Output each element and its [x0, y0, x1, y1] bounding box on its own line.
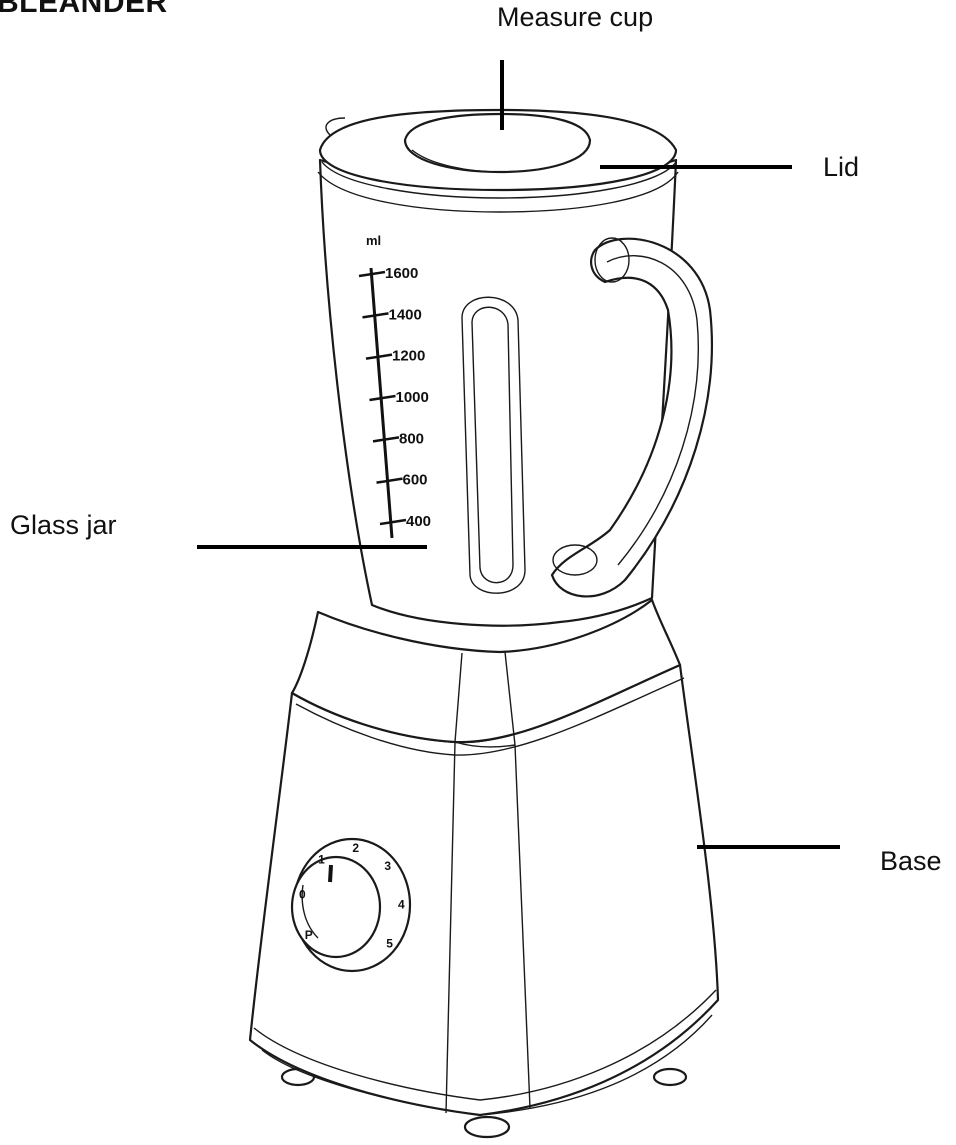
scale-tick-label: 1400: [389, 306, 422, 323]
dial-mark: 4: [398, 897, 405, 911]
scale-tick-label: 800: [399, 430, 424, 447]
scale-tick-label: 600: [403, 472, 428, 489]
scale-tick-label: 400: [406, 513, 431, 530]
dial-mark: 1: [318, 852, 325, 866]
speed-dial[interactable]: [292, 839, 410, 971]
dial-mark: P: [305, 928, 313, 942]
scale-tick-label: 1600: [385, 265, 418, 282]
scale-tick-label: 1200: [392, 348, 425, 365]
scale-unit: ml: [366, 233, 381, 248]
dial-mark: 5: [386, 936, 393, 950]
dial-mark: 3: [384, 859, 391, 873]
measure-cup: [405, 114, 590, 172]
dial-mark: 2: [352, 841, 359, 855]
scale-tick-label: 1000: [396, 389, 429, 406]
dial-mark: 0: [299, 887, 306, 901]
